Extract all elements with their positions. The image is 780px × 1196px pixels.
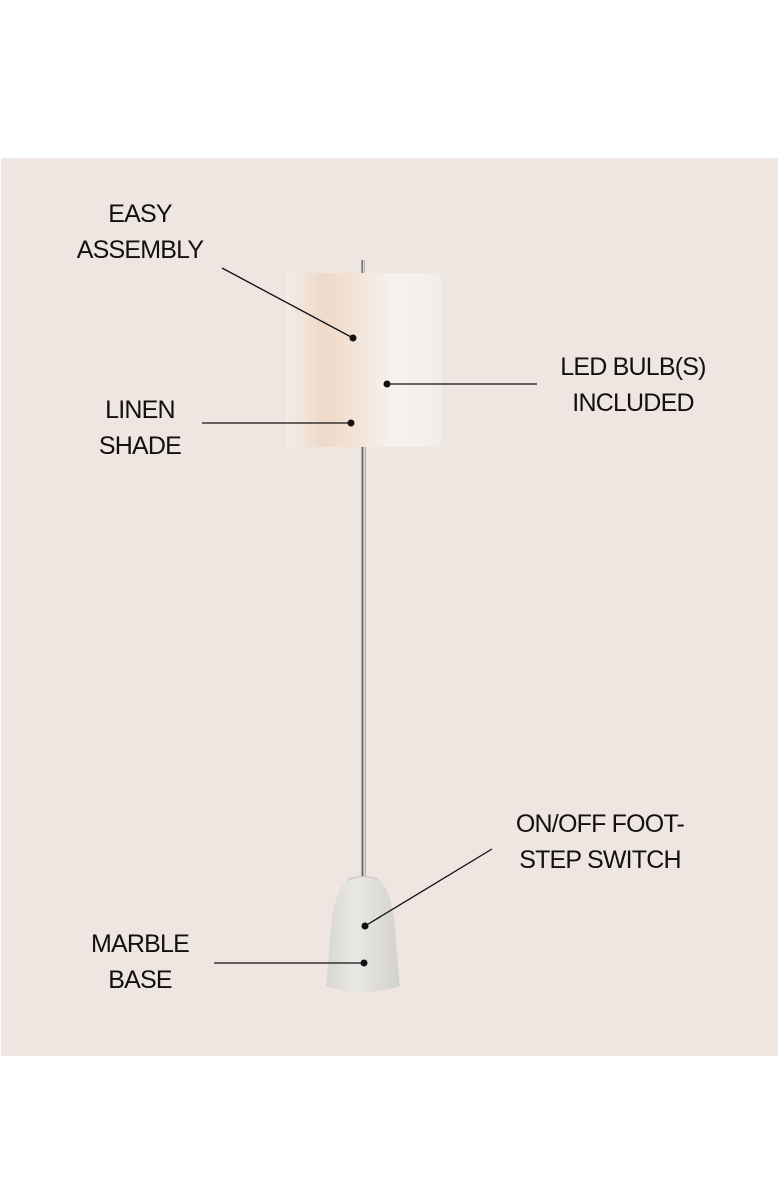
easy-assembly-callout-dot — [349, 334, 357, 342]
callout-easy-assembly: EASY ASSEMBLY — [40, 196, 240, 268]
foot-step-switch-callout-line — [364, 848, 493, 927]
callout-led-bulbs: LED BULB(S) INCLUDED — [533, 349, 733, 421]
linen-shade-callout-dot — [347, 419, 355, 427]
callout-line-2: ASSEMBLY — [76, 236, 204, 264]
led-bulbs-callout-dot — [383, 380, 391, 388]
callout-line-2: STEP SWITCH — [519, 846, 681, 874]
marble-base-shape — [326, 877, 400, 992]
lamp-pole — [361, 446, 366, 878]
callout-line-1: MARBLE — [90, 930, 190, 958]
easy-assembly-callout-line — [221, 267, 354, 339]
callout-linen-shade: LINEN SHADE — [40, 392, 240, 464]
callout-line-2: BASE — [108, 966, 172, 994]
marble-base-callout-dot — [360, 959, 368, 967]
callout-line-2: INCLUDED — [572, 389, 694, 417]
callout-line-1: ON/OFF FOOT- — [515, 810, 685, 838]
callout-line-1: EASY — [108, 200, 172, 228]
callout-marble-base: MARBLE BASE — [40, 926, 240, 998]
lamp-finial — [361, 260, 365, 276]
callout-line-1: LED BULB(S) — [560, 353, 706, 381]
callout-line-2: SHADE — [98, 432, 182, 460]
lamp-shade — [286, 273, 441, 447]
foot-step-switch-callout-dot — [361, 922, 369, 930]
callout-line-1: LINEN — [105, 396, 175, 424]
callout-foot-step-switch: ON/OFF FOOT- STEP SWITCH — [480, 806, 720, 878]
